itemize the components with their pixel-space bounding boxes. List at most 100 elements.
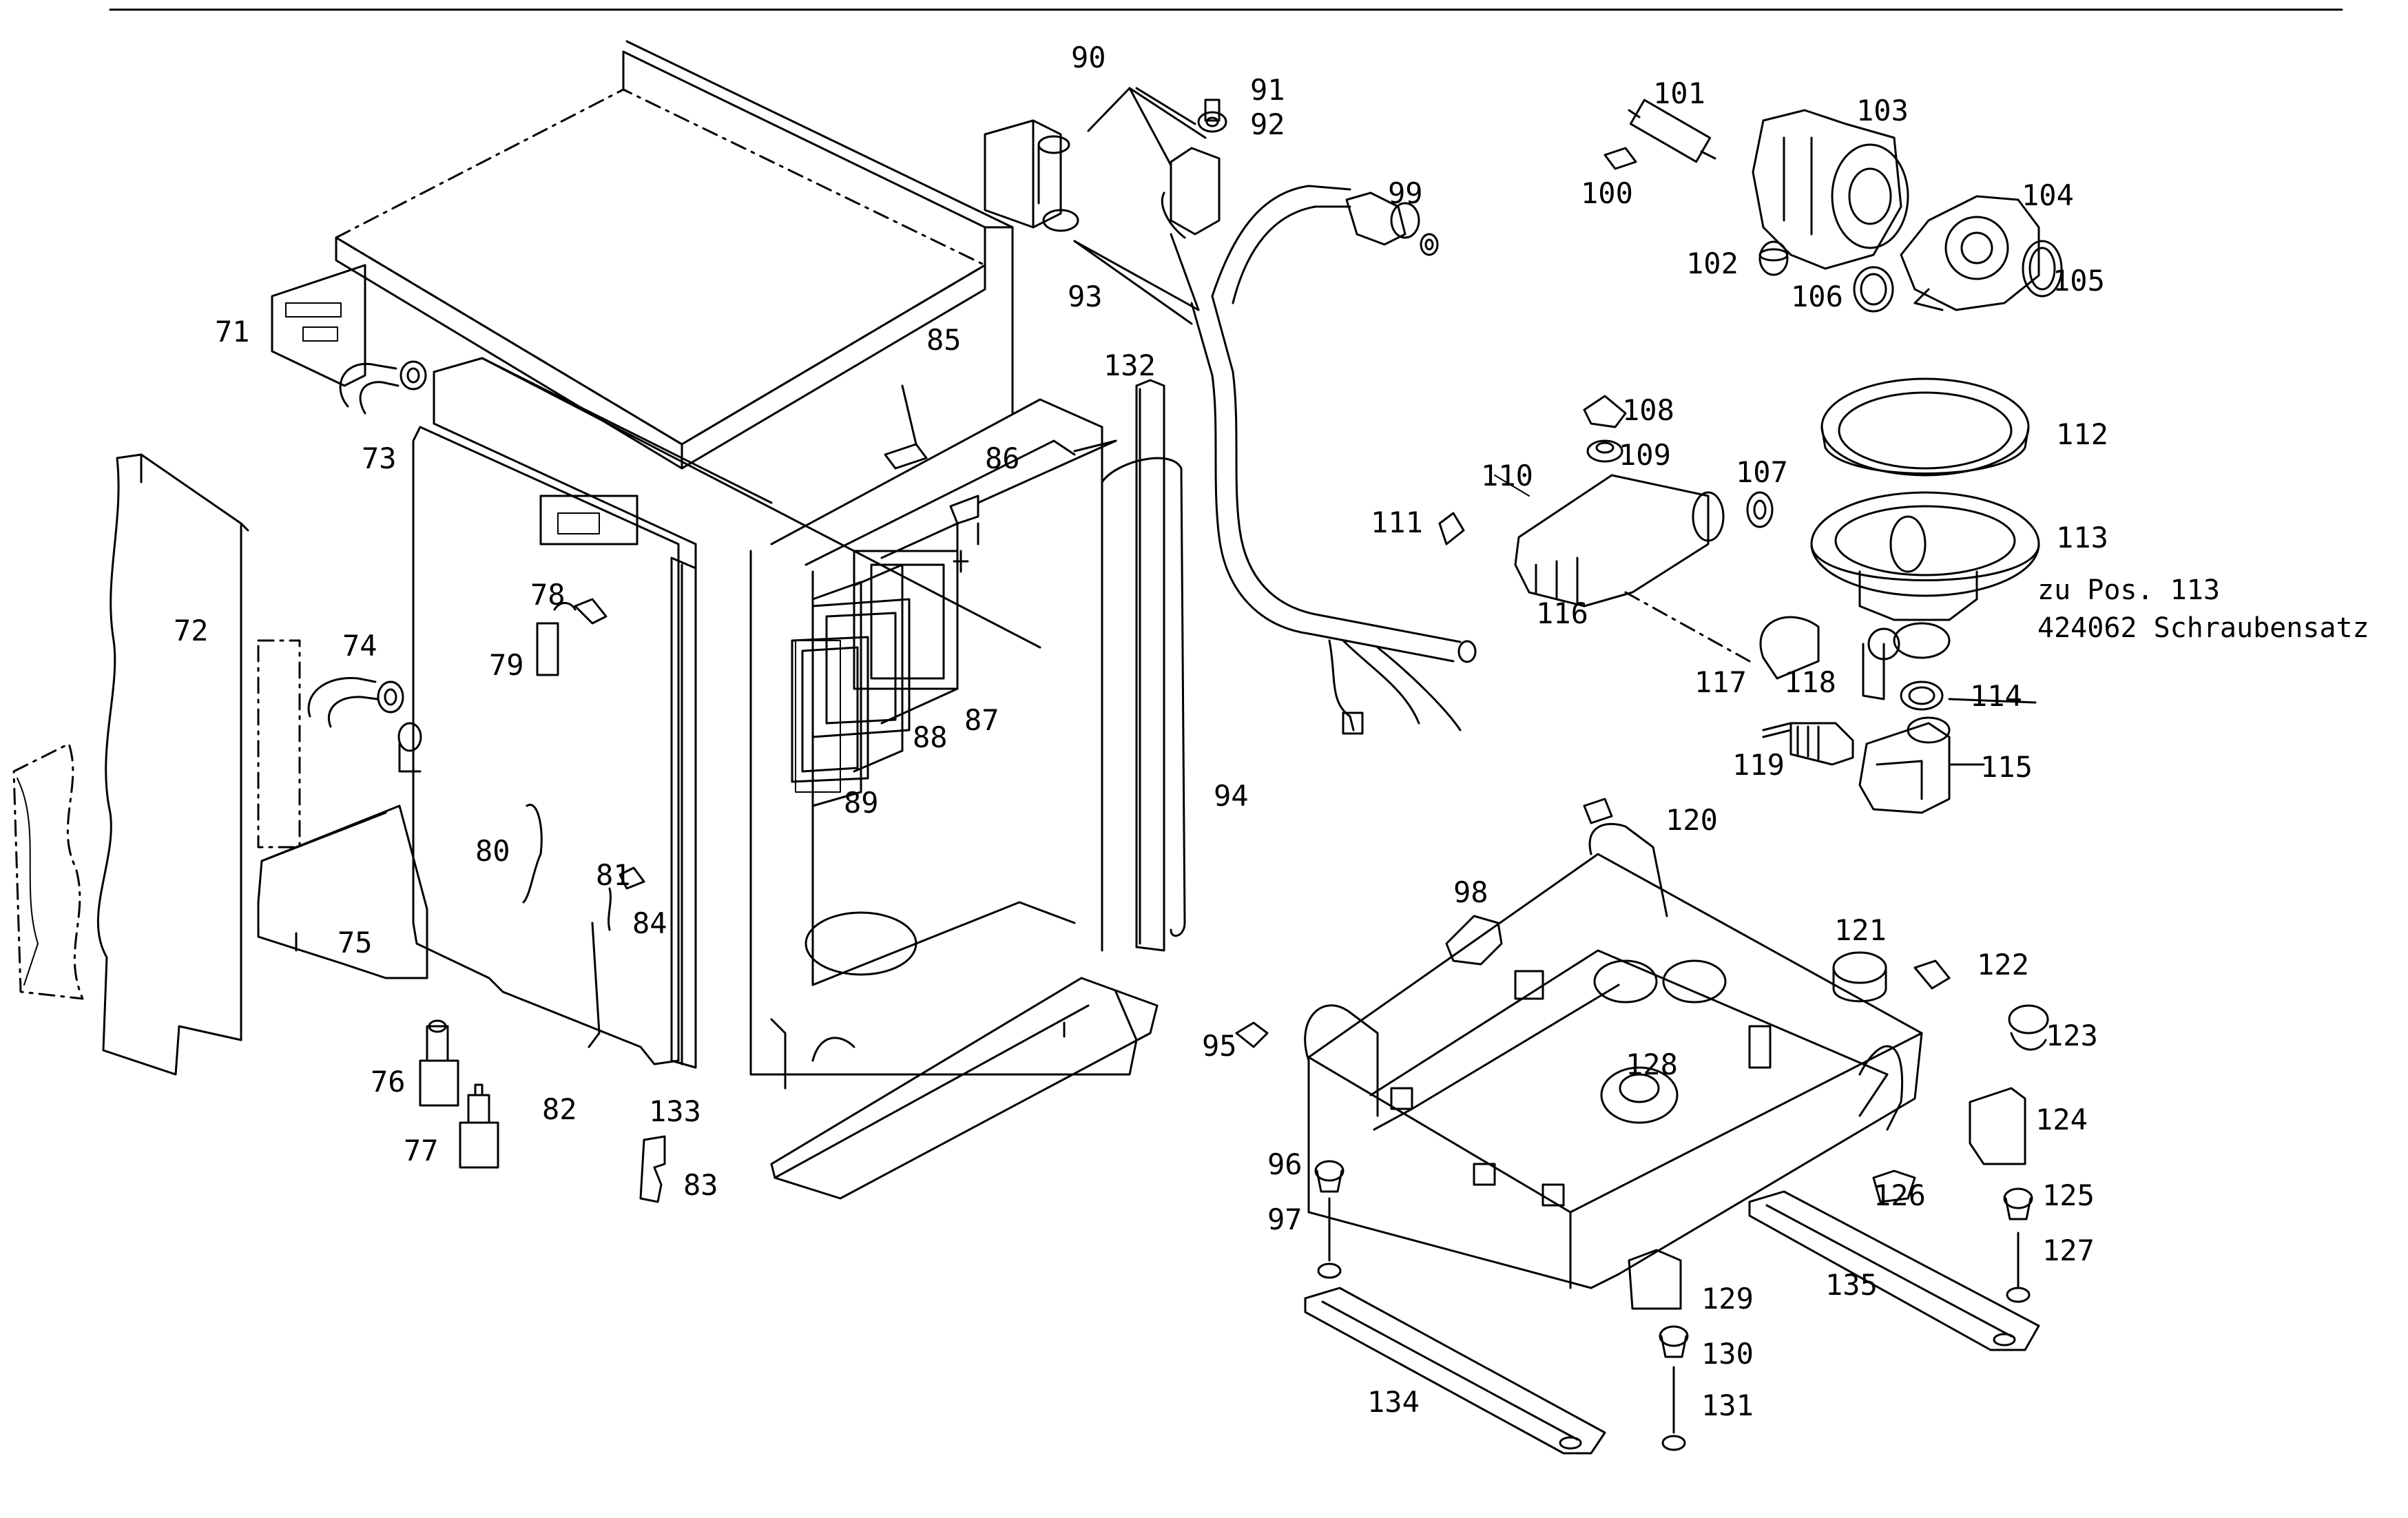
water-inlet-90-93 [984, 87, 1227, 325]
label-80: 80 [475, 834, 510, 868]
label-94: 94 [1214, 779, 1249, 813]
label-129: 129 [1701, 1282, 1754, 1316]
label-122: 122 [1977, 948, 2029, 981]
label-74: 74 [342, 629, 377, 663]
label-92: 92 [1250, 107, 1285, 141]
label-84: 84 [632, 906, 667, 940]
label-90: 90 [1071, 41, 1106, 74]
insulation-mat [12, 639, 301, 1000]
note-line-1: zu Pos. 113 [2037, 574, 2220, 606]
label-105: 105 [2053, 264, 2105, 298]
small-parts-95-98-120-128 [1235, 798, 2049, 1310]
base-side-75 [257, 804, 428, 979]
label-97: 97 [1267, 1203, 1302, 1236]
label-133: 133 [649, 1094, 701, 1128]
label-123: 123 [2046, 1019, 2098, 1052]
leader-lines [901, 384, 2037, 766]
label-132: 132 [1103, 349, 1156, 382]
cabinet-body [433, 357, 1138, 1090]
label-93: 93 [1068, 280, 1103, 313]
label-75: 75 [338, 926, 373, 959]
label-104: 104 [2022, 178, 2074, 212]
door-seal-133 [670, 557, 697, 1069]
label-134: 134 [1367, 1385, 1420, 1419]
note-line-2: 424062 Schraubensatz [2037, 612, 2369, 644]
door-hardware [522, 598, 645, 1048]
label-71: 71 [215, 315, 250, 349]
label-108: 108 [1622, 393, 1674, 427]
label-91: 91 [1250, 73, 1285, 107]
label-101: 101 [1653, 76, 1705, 110]
label-98: 98 [1453, 875, 1488, 909]
label-126: 126 [1874, 1178, 1926, 1212]
note-block: zu Pos. 113 424062 Schraubensatz [2037, 574, 2369, 644]
label-87: 87 [964, 703, 999, 737]
label-118: 118 [1784, 665, 1836, 699]
label-83: 83 [683, 1168, 718, 1202]
label-135: 135 [1825, 1268, 1878, 1302]
part-labels: 71 72 73 74 75 76 77 78 79 80 81 82 83 8… [174, 41, 2108, 1422]
label-78: 78 [530, 578, 565, 612]
valves-76-77 [419, 1019, 499, 1169]
label-110: 110 [1481, 459, 1533, 492]
label-117: 117 [1694, 665, 1747, 699]
base-tray [1304, 822, 1923, 1289]
label-109: 109 [1619, 438, 1671, 472]
label-130: 130 [1701, 1337, 1754, 1371]
filters-87-88-89 [791, 550, 959, 783]
label-115: 115 [1980, 750, 2033, 784]
label-89: 89 [844, 786, 879, 820]
door-panel-82 [412, 422, 697, 1065]
label-127: 127 [2042, 1234, 2095, 1267]
label-79: 79 [489, 648, 524, 682]
label-112: 112 [2056, 417, 2108, 451]
label-103: 103 [1856, 94, 1909, 127]
label-124: 124 [2035, 1103, 2088, 1136]
label-72: 72 [174, 614, 209, 647]
brackets-86 [884, 443, 979, 573]
label-125: 125 [2042, 1178, 2095, 1212]
connector-99 [1345, 191, 1439, 256]
label-120: 120 [1665, 803, 1718, 837]
feet-96-97-125-127-130-131 [1314, 1160, 2033, 1451]
label-116: 116 [1536, 596, 1588, 630]
label-131: 131 [1701, 1389, 1754, 1422]
label-73: 73 [362, 441, 397, 475]
worktop-lid-85 [335, 40, 1014, 470]
label-81: 81 [596, 858, 631, 892]
heater-assembly-107-111 [1438, 395, 1774, 663]
hose-74 [307, 676, 422, 773]
label-86: 86 [985, 441, 1020, 475]
side-panel-72 [96, 453, 249, 1076]
pump-115-119 [1789, 716, 1951, 814]
label-95: 95 [1202, 1029, 1237, 1063]
label-119: 119 [1732, 748, 1785, 782]
shim-83 [639, 1135, 666, 1203]
sump-112-118 [1759, 377, 2040, 711]
label-121: 121 [1834, 913, 1887, 947]
label-111: 111 [1371, 506, 1423, 539]
label-107: 107 [1736, 455, 1788, 489]
bottom-rail [770, 977, 1159, 1200]
side-strip-94 [1101, 379, 1186, 952]
label-114: 114 [1970, 679, 2022, 713]
label-82: 82 [542, 1092, 577, 1126]
motor-parts-100-106 [1603, 98, 2063, 313]
runners-134-135 [1304, 1190, 2040, 1455]
label-85: 85 [926, 323, 962, 357]
label-88: 88 [913, 720, 948, 754]
label-113: 113 [2056, 521, 2108, 554]
label-100: 100 [1581, 176, 1633, 210]
label-76: 76 [371, 1065, 406, 1099]
label-102: 102 [1686, 247, 1738, 280]
label-96: 96 [1267, 1147, 1302, 1181]
label-106: 106 [1791, 280, 1843, 313]
hose-elbow-73 [339, 360, 427, 415]
label-99: 99 [1388, 176, 1423, 210]
bracket-71 [271, 264, 366, 387]
hose-bundle [1190, 185, 1477, 735]
label-128: 128 [1626, 1048, 1678, 1081]
label-77: 77 [404, 1134, 439, 1167]
